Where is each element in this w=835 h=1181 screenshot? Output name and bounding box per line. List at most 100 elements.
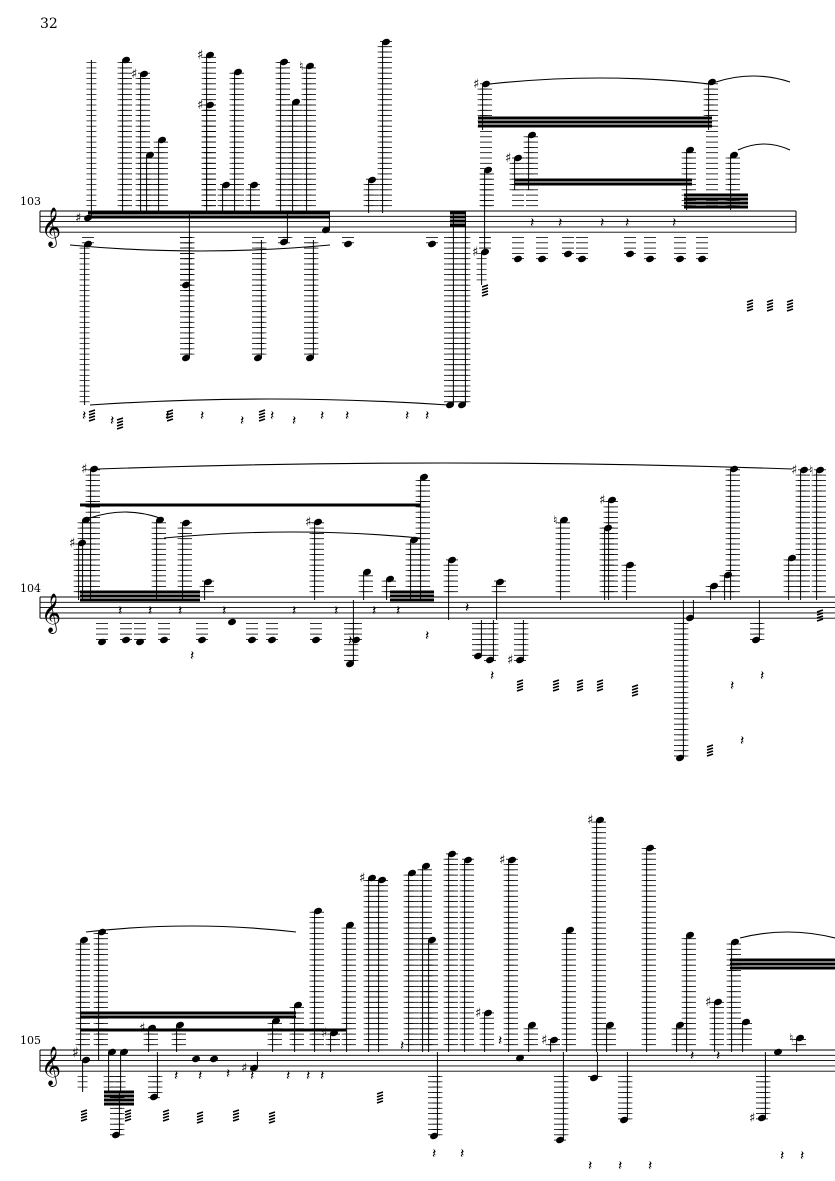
tremolo-stroke xyxy=(80,1115,88,1119)
sharp-sign: ♯ xyxy=(791,463,797,478)
tremolo-stroke xyxy=(258,415,266,419)
quarter-rest: 𝄽 xyxy=(588,1158,592,1174)
tremolo-stroke xyxy=(258,412,266,416)
tremolo-stroke xyxy=(232,1109,240,1113)
beam xyxy=(88,211,330,215)
tremolo-stroke xyxy=(116,426,124,430)
quarter-rest: 𝄽 xyxy=(348,633,352,649)
tremolo-stroke xyxy=(706,753,714,757)
tremolo-stroke xyxy=(80,1112,88,1116)
measure-number-103: 103 xyxy=(20,195,41,208)
beam xyxy=(450,223,466,227)
tremolo-stroke xyxy=(88,409,96,413)
note xyxy=(363,176,378,213)
tremolo-stroke xyxy=(816,618,824,622)
note xyxy=(459,856,474,1052)
beam xyxy=(730,958,835,962)
tremolo-stroke xyxy=(232,1118,240,1122)
note-head xyxy=(344,240,352,248)
note xyxy=(403,869,418,1052)
quarter-rest: 𝄽 xyxy=(334,603,338,619)
note-head xyxy=(774,1048,782,1056)
quarter-rest: 𝄽 xyxy=(345,408,349,424)
note: ♯ xyxy=(305,515,324,600)
note xyxy=(618,1052,633,1124)
quarter-rest: 𝄽 xyxy=(270,408,274,424)
tie xyxy=(715,75,791,83)
sharp-sign: ♯ xyxy=(499,853,505,868)
note xyxy=(177,519,192,600)
note xyxy=(148,1052,163,1101)
quarter-rest: 𝄽 xyxy=(320,408,324,424)
natural-sign: ♮ xyxy=(809,463,813,477)
sharp-sign: ♯ xyxy=(705,995,711,1010)
tremolo-stroke xyxy=(552,682,560,686)
quarter-rest: 𝄽 xyxy=(498,1033,502,1049)
note xyxy=(624,237,636,258)
note xyxy=(310,623,322,644)
tremolo-stroke xyxy=(481,290,489,294)
quarter-rest: 𝄽 xyxy=(405,408,409,424)
note xyxy=(423,936,438,1052)
treble-clef: 𝄞 xyxy=(41,207,61,248)
note xyxy=(644,237,656,263)
note xyxy=(158,623,170,644)
note xyxy=(77,516,92,600)
quarter-rest: 𝄽 xyxy=(292,603,296,619)
tremolo-stroke xyxy=(116,417,124,421)
note: ♯ xyxy=(475,1006,494,1052)
quarter-rest: 𝄽 xyxy=(740,733,744,749)
tremolo-stroke xyxy=(124,1118,132,1122)
beam xyxy=(390,590,434,594)
tremolo-stroke xyxy=(786,302,794,306)
note: ♯ xyxy=(791,463,810,600)
note xyxy=(267,1017,282,1052)
note xyxy=(199,578,214,600)
note-head xyxy=(428,240,436,248)
tremolo-stroke xyxy=(596,685,604,689)
tremolo-stroke xyxy=(124,1112,132,1116)
sharp-sign: ♯ xyxy=(472,245,478,260)
sharp-sign: ♯ xyxy=(505,151,511,166)
note xyxy=(304,237,319,362)
note xyxy=(358,568,373,600)
note xyxy=(601,1021,616,1052)
quarter-rest: 𝄽 xyxy=(490,668,494,684)
tremolo-stroke xyxy=(481,287,489,291)
sharp-sign: ♯ xyxy=(75,211,81,226)
beam xyxy=(390,594,434,598)
note xyxy=(287,98,302,213)
quarter-rest: 𝄽 xyxy=(178,603,182,619)
tremolo-stroke xyxy=(116,423,124,427)
note xyxy=(725,151,740,210)
beam xyxy=(478,120,712,124)
note: ♮ xyxy=(299,59,316,213)
note xyxy=(536,237,548,263)
tremolo-stroke xyxy=(162,1112,170,1116)
note xyxy=(576,237,588,263)
note xyxy=(641,844,656,1052)
beam xyxy=(730,962,835,966)
tremolo-stroke xyxy=(268,1111,276,1115)
tremolo-stroke xyxy=(816,609,824,613)
note xyxy=(79,237,94,405)
staff-system-103: 𝄞♯♯♯♯♮♯♯♯𝄽𝄽𝄽𝄽𝄽𝄽𝄽𝄽𝄽𝄽𝄽𝄽𝄽𝄽𝄽𝄽 xyxy=(39,38,797,430)
note xyxy=(750,600,765,644)
beam xyxy=(80,1028,346,1032)
note xyxy=(516,1054,524,1062)
tremolo-stroke xyxy=(166,418,174,422)
tremolo-stroke xyxy=(481,284,489,288)
beam xyxy=(515,182,692,186)
note xyxy=(561,926,576,1052)
sharp-sign: ♯ xyxy=(197,48,203,63)
sharp-sign: ♯ xyxy=(475,1006,481,1021)
beam xyxy=(80,590,200,594)
beam xyxy=(478,116,712,120)
quarter-rest: 𝄽 xyxy=(530,215,534,231)
note: ♮ xyxy=(789,1031,806,1052)
note: ♯ xyxy=(197,98,216,213)
tremolo-stroke xyxy=(706,747,714,751)
note xyxy=(443,556,458,620)
tremolo-stroke xyxy=(596,682,604,686)
tremolo-stroke xyxy=(80,1118,88,1122)
